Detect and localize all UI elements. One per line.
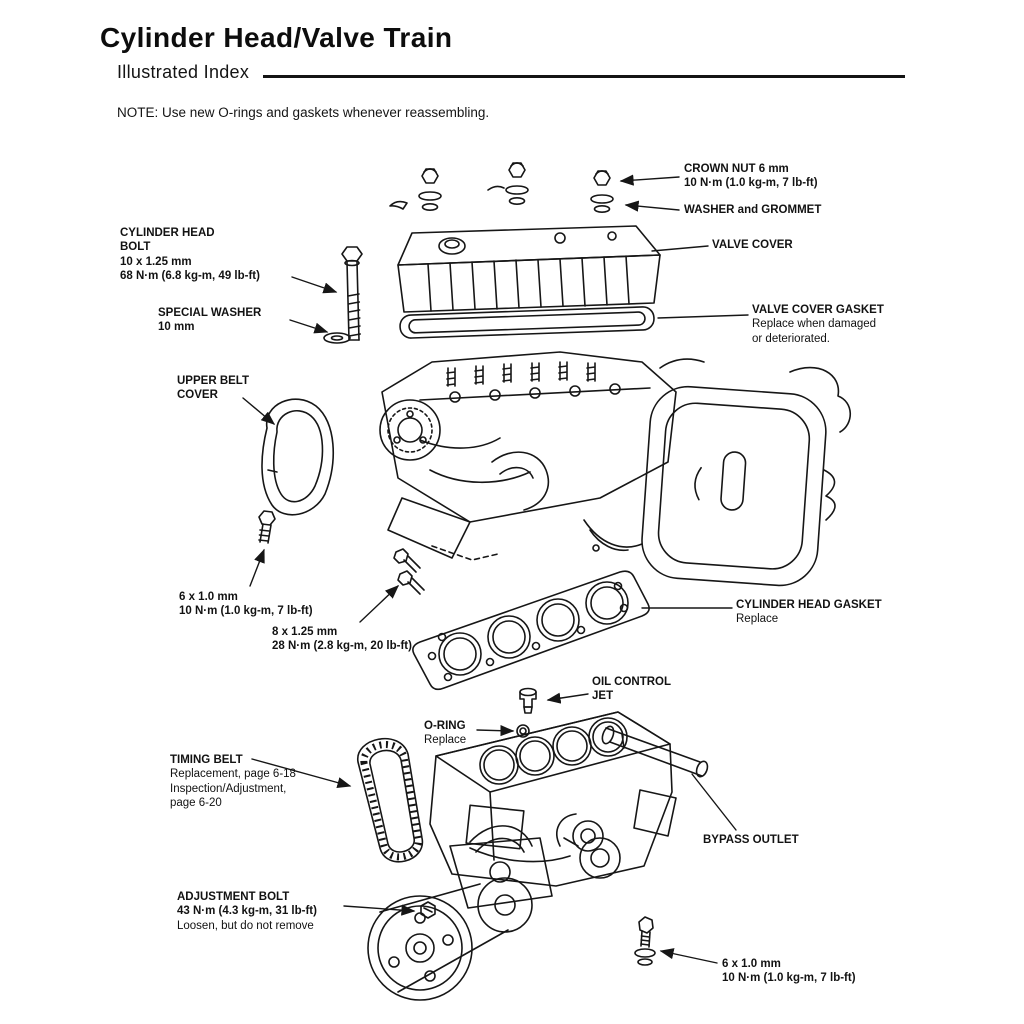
callout-line: OIL CONTROL bbox=[592, 676, 672, 688]
callout-line: BOLT bbox=[120, 241, 151, 254]
callout-line: BYPASS OUTLET bbox=[703, 834, 799, 846]
callout-line: TIMING BELT bbox=[170, 754, 243, 766]
leader-adjustment-bolt bbox=[343, 904, 416, 916]
leader-valve-cover-gasket bbox=[657, 314, 749, 319]
loose-bolts-art bbox=[393, 548, 425, 595]
callout-bypass-outlet: BYPASS OUTLET bbox=[703, 833, 799, 847]
callout-adjustment-bolt: ADJUSTMENT BOLT 43 N·m (4.3 kg-m, 31 lb-… bbox=[177, 890, 317, 933]
leader-special-washer bbox=[289, 319, 329, 334]
callout-line: Replace bbox=[424, 734, 467, 747]
leader-bolt-6x10-left bbox=[249, 548, 265, 587]
air-cleaner-wings-art bbox=[659, 358, 852, 521]
callout-line: Replace when damaged bbox=[752, 318, 877, 331]
callout-line: ADJUSTMENT BOLT bbox=[177, 891, 290, 903]
air-cleaner-art bbox=[641, 385, 827, 587]
callout-washer-grommet: WASHER and GROMMET bbox=[684, 203, 821, 217]
special-washer-art bbox=[323, 332, 351, 344]
valve-cover-art bbox=[397, 225, 661, 313]
section-header: Illustrated Index bbox=[117, 62, 905, 83]
leader-washer-grommet bbox=[624, 200, 680, 212]
o-ring-art bbox=[516, 724, 530, 738]
note-text: NOTE: Use new O-rings and gaskets whenev… bbox=[117, 105, 490, 120]
valve-cover-gasket-art bbox=[399, 306, 655, 339]
callout-line: O-RING bbox=[424, 720, 466, 732]
callout-bolt-8x125: 8 x 1.25 mm 28 N·m (2.8 kg-m, 20 lb-ft) bbox=[272, 625, 412, 654]
head-gasket-art bbox=[412, 570, 650, 691]
callout-cylinder-head-bolt: CYLINDER HEAD BOLT 10 x 1.25 mm 68 N·m (… bbox=[120, 226, 260, 283]
callout-line: Inspection/Adjustment, bbox=[170, 782, 287, 795]
callout-line: 10 N·m (1.0 kg-m, 7 lb-ft) bbox=[179, 605, 313, 618]
callout-line: Replacement, page 6-18 bbox=[170, 768, 296, 781]
callout-line: 6 x 1.0 mm bbox=[722, 958, 781, 970]
callout-crown-nut: CROWN NUT 6 mm 10 N·m (1.0 kg-m, 7 lb-ft… bbox=[684, 162, 818, 191]
callout-line: VALVE COVER bbox=[712, 239, 793, 251]
callout-line: 10 x 1.25 mm bbox=[120, 255, 192, 268]
leader-bolt-8x125 bbox=[359, 585, 400, 623]
callout-line: CYLINDER HEAD GASKET bbox=[736, 599, 882, 611]
callout-line: VALVE COVER GASKET bbox=[752, 304, 884, 316]
callout-line: or deteriorated. bbox=[752, 332, 830, 345]
oil-control-jet-art bbox=[519, 687, 537, 714]
leader-oil-control-jet bbox=[546, 692, 589, 704]
bottom-bolt-art bbox=[634, 916, 656, 966]
callout-line: 28 N·m (2.8 kg-m, 20 lb-ft) bbox=[272, 640, 412, 653]
callout-timing-belt: TIMING BELT Replacement, page 6-18 Inspe… bbox=[170, 753, 296, 810]
pulleys-art bbox=[367, 813, 621, 1001]
leader-bypass-outlet bbox=[691, 773, 737, 831]
callout-line: page 6-20 bbox=[170, 796, 222, 809]
engine-block-art bbox=[429, 711, 677, 887]
callout-line: 6 x 1.0 mm bbox=[179, 591, 238, 603]
callout-line: WASHER and GROMMET bbox=[684, 204, 822, 216]
cylinder-head-art bbox=[379, 351, 677, 561]
crown-nuts-art bbox=[389, 162, 614, 214]
timing-belt-art bbox=[357, 737, 424, 863]
callout-line: SPECIAL WASHER bbox=[158, 307, 262, 319]
leader-valve-cover bbox=[651, 245, 709, 252]
callout-oil-control-jet: OIL CONTROL JET bbox=[592, 675, 671, 704]
callout-valve-cover: VALVE COVER bbox=[712, 238, 793, 252]
bypass-outlet-art bbox=[601, 725, 709, 778]
callout-o-ring: O-RING Replace bbox=[424, 719, 466, 748]
callout-line: CROWN NUT 6 mm bbox=[684, 163, 789, 175]
callout-special-washer: SPECIAL WASHER 10 mm bbox=[158, 306, 261, 335]
callout-cylinder-head-gasket: CYLINDER HEAD GASKET Replace bbox=[736, 598, 882, 627]
callout-line: CYLINDER HEAD bbox=[120, 227, 215, 239]
cylinder-head-bolt-art bbox=[341, 246, 363, 341]
callout-bolt-6x10-bottom: 6 x 1.0 mm 10 N·m (1.0 kg-m, 7 lb-ft) bbox=[722, 957, 856, 986]
callout-line: 43 N·m (4.3 kg-m, 31 lb-ft) bbox=[177, 905, 317, 918]
belt-cover-bolt-art bbox=[258, 510, 276, 544]
callout-valve-cover-gasket: VALVE COVER GASKET Replace when damaged … bbox=[752, 303, 884, 346]
section-subtitle: Illustrated Index bbox=[117, 62, 250, 82]
callout-line: Loosen, but do not remove bbox=[177, 919, 314, 932]
callout-upper-belt-cover: UPPER BELT COVER bbox=[177, 374, 249, 403]
callout-line: UPPER BELT bbox=[177, 375, 249, 387]
callout-bolt-6x10-left: 6 x 1.0 mm 10 N·m (1.0 kg-m, 7 lb-ft) bbox=[179, 590, 313, 619]
leader-crown-nut bbox=[619, 174, 680, 186]
callout-line: 8 x 1.25 mm bbox=[272, 626, 338, 638]
upper-belt-cover-art bbox=[261, 398, 334, 516]
leader-cylinder-head-bolt bbox=[291, 276, 338, 294]
callout-line: COVER bbox=[177, 389, 218, 402]
leader-upper-belt-cover bbox=[242, 397, 276, 425]
callout-line: 10 N·m (1.0 kg-m, 7 lb-ft) bbox=[722, 972, 856, 985]
leader-timing-belt bbox=[251, 758, 352, 789]
leader-o-ring bbox=[476, 725, 515, 737]
page-title: Cylinder Head/Valve Train bbox=[100, 22, 453, 53]
callout-line: 10 mm bbox=[158, 321, 195, 334]
leader-bolt-6x10-bottom bbox=[659, 948, 718, 964]
callout-line: JET bbox=[592, 690, 614, 703]
callout-line: Replace bbox=[736, 613, 779, 626]
callout-line: 10 N·m (1.0 kg-m, 7 lb-ft) bbox=[684, 177, 818, 190]
section-rule bbox=[263, 74, 905, 78]
leader-lines bbox=[242, 174, 749, 964]
callout-line: 68 N·m (6.8 kg-m, 49 lb-ft) bbox=[120, 269, 260, 282]
